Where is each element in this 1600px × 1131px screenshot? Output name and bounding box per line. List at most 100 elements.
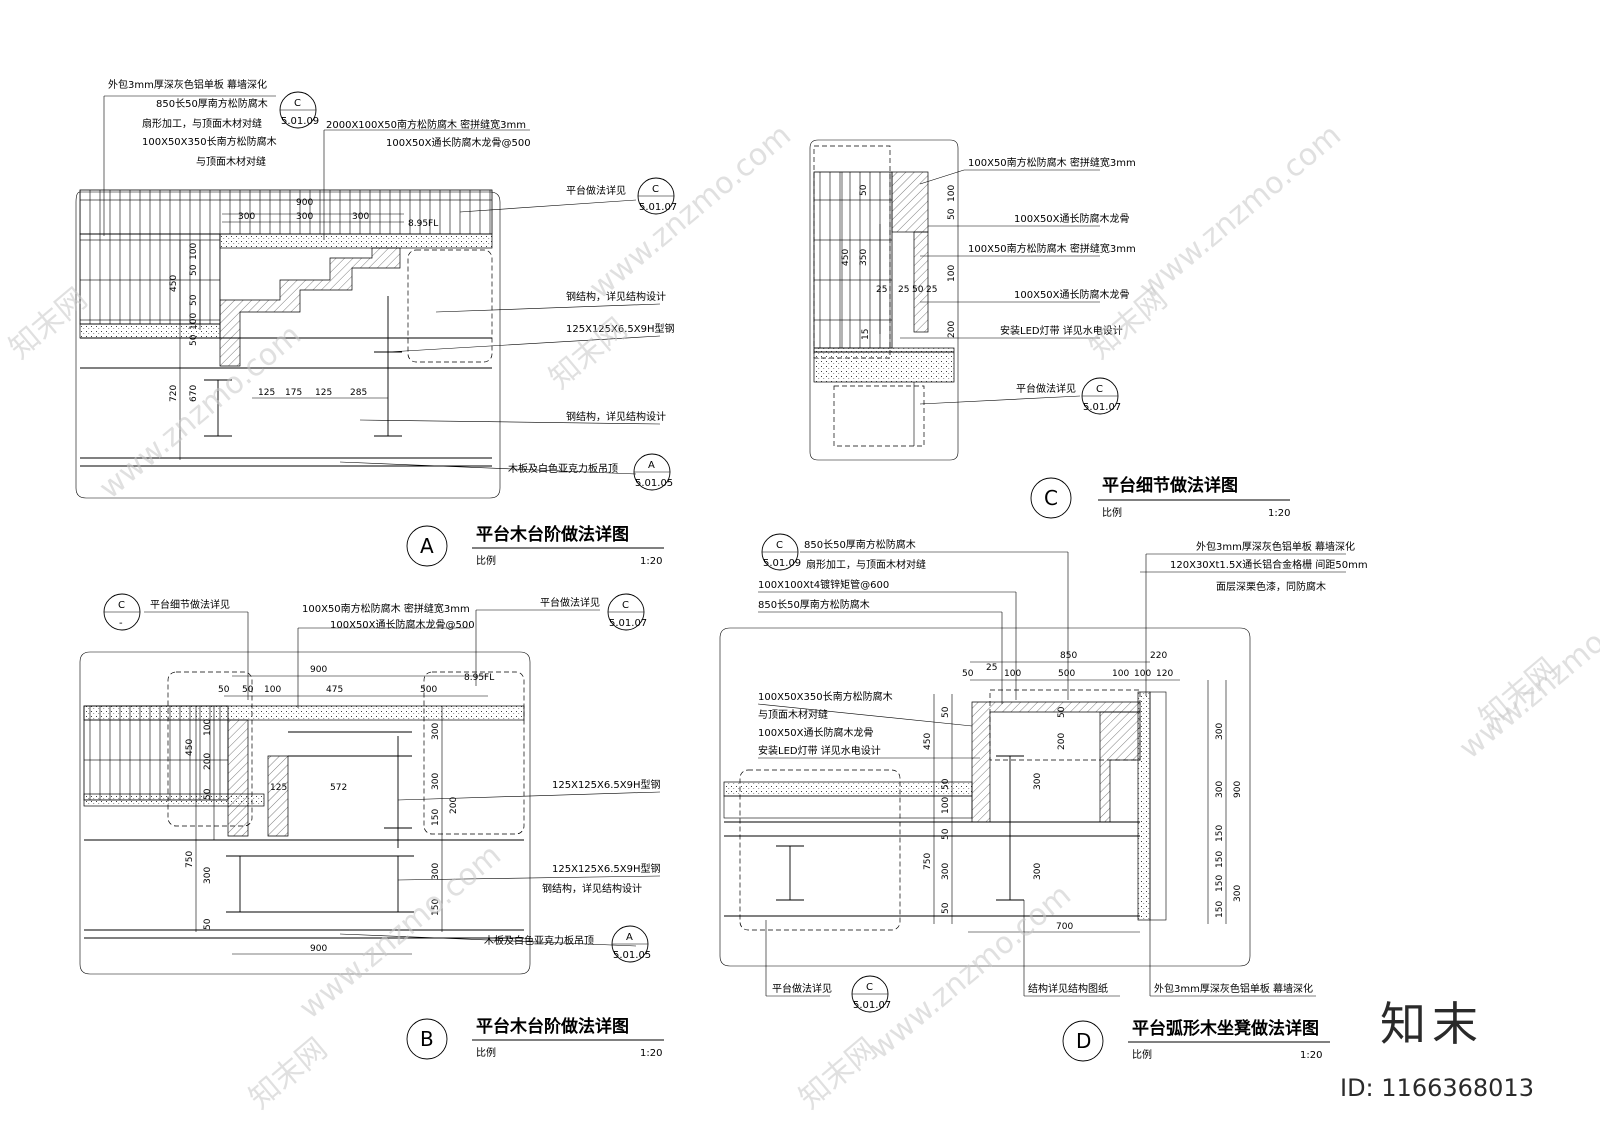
svg-text:300: 300	[1215, 723, 1225, 740]
detail-letter-c: C	[1044, 486, 1058, 510]
watermark-text: www.znzmo.com	[93, 318, 308, 507]
svg-text:2000X100X50南方松防腐木 密拼缝宽3mm: 2000X100X50南方松防腐木 密拼缝宽3mm	[326, 118, 526, 131]
svg-text:50: 50	[203, 918, 213, 930]
svg-text:比例: 比例	[1132, 1048, 1152, 1061]
svg-text:125: 125	[270, 783, 287, 793]
ref-bubble-d-2[interactable]: C 5.01.07	[851, 975, 891, 1013]
svg-text:300: 300	[941, 863, 951, 880]
svg-text:100: 100	[264, 685, 281, 695]
svg-text:450: 450	[169, 275, 179, 292]
svg-text:125X125X6.5X9H型钢: 125X125X6.5X9H型钢	[552, 778, 661, 791]
svg-text:300: 300	[1215, 781, 1225, 798]
note-a-0: 外包3mm厚深灰色铝单板 幕墙深化	[108, 78, 267, 91]
svg-text:A: A	[648, 460, 655, 471]
svg-text:钢结构，详见结构设计: 钢结构，详见结构设计	[566, 290, 666, 303]
svg-text:850长50厚南方松防腐木: 850长50厚南方松防腐木	[758, 598, 870, 611]
svg-text:150: 150	[1215, 875, 1225, 892]
svg-text:300: 300	[431, 863, 441, 880]
svg-text:www.znzmo.com: www.znzmo.com	[1133, 118, 1348, 307]
svg-text:50: 50	[947, 208, 957, 220]
svg-text:C: C	[294, 98, 301, 109]
svg-text:300: 300	[238, 212, 255, 222]
svg-text:300: 300	[431, 723, 441, 740]
svg-text:900: 900	[1233, 781, 1243, 798]
svg-text:700: 700	[1056, 922, 1073, 932]
ref-bubble-a-2[interactable]: C 5.01.07	[637, 177, 677, 215]
svg-text:850: 850	[1060, 651, 1077, 661]
svg-text:500: 500	[1058, 669, 1075, 679]
svg-text:5.01.07: 5.01.07	[1083, 402, 1121, 413]
svg-text:知末网: 知末网	[793, 1031, 884, 1116]
svg-text:50: 50	[941, 828, 951, 840]
svg-text:100X50X350长南方松防腐木: 100X50X350长南方松防腐木	[142, 135, 277, 148]
svg-text:175: 175	[285, 388, 302, 398]
svg-text:150: 150	[431, 899, 441, 916]
svg-text:450: 450	[923, 733, 933, 750]
svg-text:100X50X通长防腐木龙骨@500: 100X50X通长防腐木龙骨@500	[386, 136, 531, 149]
svg-text:120X30Xt1.5X通长铝合金格栅 间距50mm: 120X30Xt1.5X通长铝合金格栅 间距50mm	[1170, 558, 1368, 571]
svg-text:300: 300	[1233, 885, 1243, 902]
svg-text:350: 350	[859, 249, 869, 266]
svg-text:-: -	[119, 618, 123, 629]
svg-text:C: C	[118, 600, 125, 611]
ref-bubble-a-1[interactable]: C 5.01.09	[279, 91, 319, 129]
svg-text:100: 100	[947, 185, 957, 202]
svg-text:50: 50	[941, 778, 951, 790]
svg-text:扇形加工，与顶面木材对缝: 扇形加工，与顶面木材对缝	[806, 558, 926, 571]
svg-text:450: 450	[841, 249, 851, 266]
svg-text:5.01.07: 5.01.07	[609, 618, 647, 629]
svg-text:100: 100	[941, 797, 951, 814]
svg-text:750: 750	[923, 853, 933, 870]
svg-text:200: 200	[449, 797, 459, 814]
svg-text:25: 25	[926, 285, 937, 295]
svg-text:100X50南方松防腐木 密拼缝宽3mm: 100X50南方松防腐木 密拼缝宽3mm	[968, 242, 1136, 255]
svg-text:安装LED灯带 详见水电设计: 安装LED灯带 详见水电设计	[1000, 324, 1123, 337]
svg-text:220: 220	[1150, 651, 1167, 661]
ref-bubble-b-1[interactable]: C -	[103, 593, 141, 631]
watermark-layer: www.znzmo.com www.znzmo.com www.znzmo.co…	[3, 118, 1600, 1117]
title-block-b: B 平台木台阶做法详图 比例 1:20	[406, 1016, 664, 1060]
svg-text:900: 900	[310, 944, 327, 954]
svg-text:125: 125	[315, 388, 332, 398]
svg-text:5.01.07: 5.01.07	[853, 1000, 891, 1011]
svg-text:5.01.05: 5.01.05	[613, 950, 651, 961]
svg-text:比例: 比例	[476, 554, 496, 567]
svg-text:100X50X通长防腐木龙骨: 100X50X通长防腐木龙骨	[1014, 212, 1130, 225]
svg-text:1:20: 1:20	[1300, 1050, 1322, 1061]
dim-a-900: 900	[296, 198, 313, 208]
svg-text:100: 100	[947, 265, 957, 282]
svg-text:5.01.09: 5.01.09	[281, 116, 319, 127]
ref-bubble-d-1[interactable]: C 5.01.09	[761, 533, 801, 571]
svg-text:C: C	[622, 600, 629, 611]
svg-text:100X50南方松防腐木 密拼缝宽3mm: 100X50南方松防腐木 密拼缝宽3mm	[968, 156, 1136, 169]
ref-bubble-c-1[interactable]: C 5.01.07	[1081, 377, 1121, 415]
svg-text:平台细节做法详见: 平台细节做法详见	[150, 598, 230, 611]
detail-a-stair	[219, 247, 401, 367]
svg-text:钢结构，详见结构设计: 钢结构，详见结构设计	[566, 410, 666, 423]
ref-bubble-b-2[interactable]: C 5.01.07	[607, 593, 647, 631]
detail-title-d: 平台弧形木坐凳做法详图	[1132, 1018, 1319, 1039]
svg-text:50: 50	[189, 294, 199, 306]
svg-text:1:20: 1:20	[1268, 508, 1290, 519]
svg-text:25: 25	[986, 663, 997, 673]
svg-text:C: C	[652, 184, 659, 195]
detail-c: 50 450 350 25 25 50 25 15 50 100 200 100…	[809, 139, 1290, 519]
svg-text:www.znzmo.com: www.znzmo.com	[293, 838, 508, 1027]
svg-text:285: 285	[350, 388, 367, 398]
svg-text:50: 50	[203, 788, 213, 800]
svg-text:平台做法详见: 平台做法详见	[566, 184, 626, 197]
svg-text:5.01.05: 5.01.05	[635, 478, 673, 489]
ref-bubble-b-3[interactable]: A 5.01.05	[611, 925, 651, 963]
svg-text:50: 50	[962, 669, 974, 679]
svg-text:125: 125	[258, 388, 275, 398]
svg-text:平台做法详见: 平台做法详见	[1016, 382, 1076, 395]
svg-text:200: 200	[203, 753, 213, 770]
detail-a-outline	[75, 191, 501, 499]
image-id-label: ID: 1166368013	[1340, 1074, 1534, 1102]
svg-text:100: 100	[189, 313, 199, 330]
svg-text:300: 300	[1033, 863, 1043, 880]
svg-text:25: 25	[898, 285, 909, 295]
ref-bubble-a-3[interactable]: A 5.01.05	[633, 453, 673, 491]
svg-text:300: 300	[203, 867, 213, 884]
